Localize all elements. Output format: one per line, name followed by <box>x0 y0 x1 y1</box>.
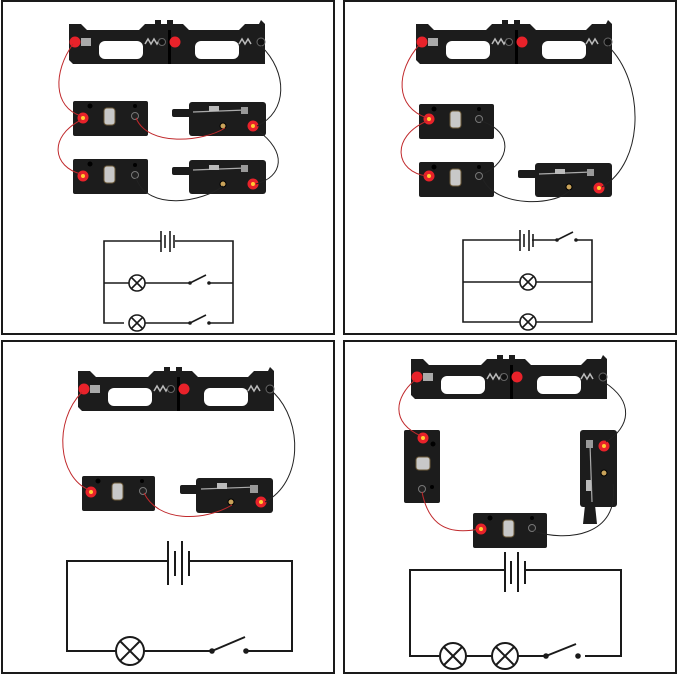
panel-4-illustration <box>398 355 627 670</box>
battery-holder <box>416 20 613 64</box>
battery-holder <box>78 367 275 411</box>
schematic-series-one-lamp <box>66 541 293 666</box>
knife-switch-vertical <box>580 430 617 524</box>
knife-switch <box>172 102 266 136</box>
schematic-parallel-two-switches <box>103 231 234 332</box>
wires <box>57 43 282 202</box>
lamp-holder <box>73 159 148 194</box>
panel-series-two-lamps: Two lamps in series with switch <box>343 340 677 674</box>
panel-2-illustration <box>400 20 636 331</box>
battery-holder <box>411 355 608 399</box>
lamp-holder <box>419 162 494 197</box>
panel-parallel-main-switch: Two lamps in parallel, one main switch <box>343 0 677 335</box>
battery-holder <box>69 20 266 64</box>
panel-3-illustration <box>62 367 296 666</box>
wires <box>62 391 296 518</box>
lamp-holder <box>473 513 547 548</box>
panel-1-illustration <box>57 20 282 332</box>
wires <box>398 379 627 537</box>
panel-parallel-two-switches: Two lamps in parallel, each with own swi… <box>1 0 335 335</box>
panel-series-one-lamp: One lamp in series with switch <box>1 340 335 674</box>
knife-switch <box>172 160 266 194</box>
lamp-holder <box>82 476 155 511</box>
knife-switch <box>518 163 612 197</box>
knife-switch <box>180 478 273 513</box>
schematic-parallel-main-switch <box>462 230 593 331</box>
schematic-series-two-lamps <box>409 552 622 670</box>
wires <box>400 43 636 203</box>
